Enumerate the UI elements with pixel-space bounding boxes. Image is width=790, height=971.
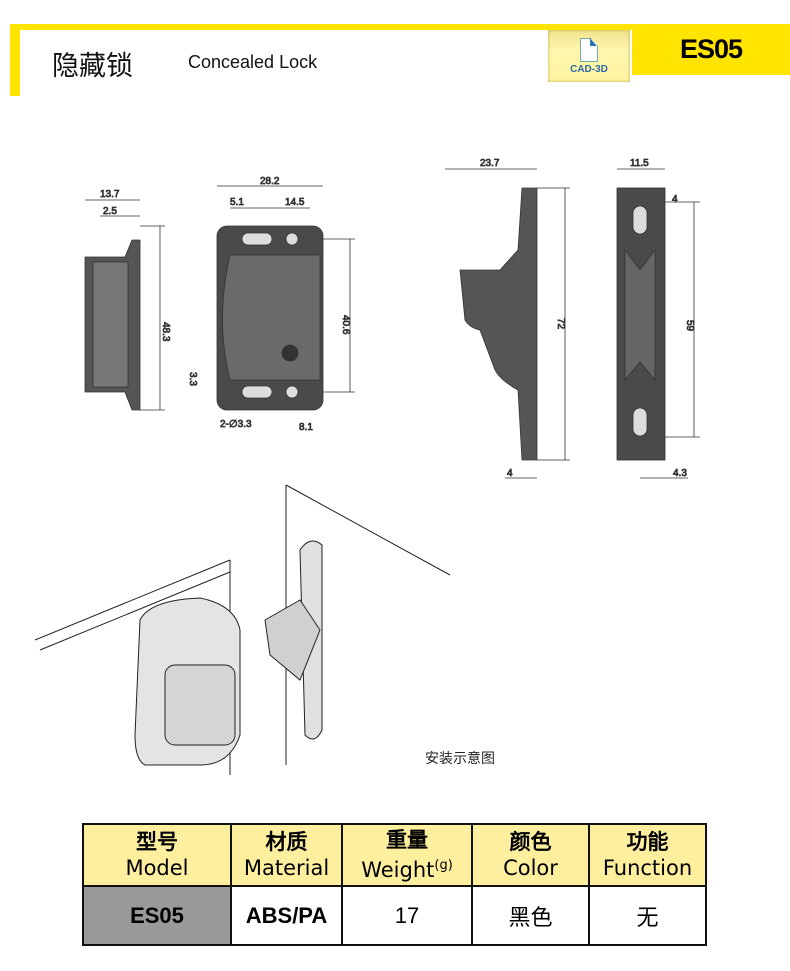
dim-side-width: 13.7 <box>100 189 120 200</box>
title-en: Concealed Lock <box>188 52 318 72</box>
dim-side-lip: 2.5 <box>103 206 117 217</box>
cad-3d-label: CAD-3D <box>570 64 608 75</box>
dim-striker-height: 72 <box>555 318 566 330</box>
dim-front-bottom: 8.1 <box>299 422 313 433</box>
header-cn: 功能 <box>626 830 669 854</box>
header-en: Model <box>125 856 189 880</box>
dim-striker-front-slot: 4 <box>672 194 678 205</box>
header-weight: 重量 Weight(g) <box>341 823 473 887</box>
dim-front-spacing: 40.6 <box>340 315 351 335</box>
technical-drawings: 13.7 2.5 48.3 28.2 5.1 14.5 40.6 3.3 2-∅… <box>84 158 700 479</box>
model-badge: ES05 <box>632 24 790 75</box>
header-cn: 重量 <box>386 828 428 852</box>
header-cn: 颜色 <box>509 830 552 854</box>
dim-front-width: 28.2 <box>260 176 280 187</box>
dim-striker-front-spacing: 59 <box>684 320 695 332</box>
side-view: 13.7 2.5 48.3 <box>84 189 171 411</box>
dim-front-holes: 2-∅3.3 <box>220 419 252 430</box>
dim-front-hole-offset: 14.5 <box>285 197 305 208</box>
title-cn: 隐藏锁 <box>52 51 133 82</box>
header-en: Material <box>243 856 330 880</box>
striker-front-view: 11.5 4 59 4.3 <box>616 158 700 479</box>
header-en: Function <box>602 856 693 880</box>
front-view: 28.2 5.1 14.5 40.6 3.3 2-∅3.3 8.1 <box>187 176 355 433</box>
striker-side-view: 23.7 72 4 <box>445 158 570 479</box>
dim-side-height: 48.3 <box>160 322 171 342</box>
file-icon <box>580 38 598 62</box>
dim-front-edge: 3.3 <box>187 372 198 386</box>
cell-model: ES05 <box>82 885 232 946</box>
dim-striker-front-width: 11.5 <box>630 158 649 169</box>
cell-function: 无 <box>588 885 707 946</box>
weight-unit: (g) <box>434 858 453 873</box>
cell-weight: 17 <box>341 885 473 946</box>
header-frame <box>10 24 632 96</box>
cell-material: ABS/PA <box>230 885 343 946</box>
file-corner-icon <box>590 38 597 46</box>
dim-striker-thickness: 4 <box>507 468 513 479</box>
dim-striker-front-edge: 4.3 <box>673 468 687 479</box>
header-cn: 材质 <box>265 830 308 854</box>
header-en: Color <box>503 856 558 880</box>
header-en: Weight <box>361 858 435 882</box>
cad-3d-button[interactable]: CAD-3D <box>548 30 630 82</box>
installation-illustration <box>34 484 451 775</box>
dim-front-slot: 5.1 <box>230 197 244 208</box>
table-row: ES05 ABS/PA 17 黑色 无 <box>82 885 707 946</box>
cell-color: 黑色 <box>471 885 590 946</box>
installation-caption: 安装示意图 <box>425 751 495 767</box>
dim-striker-depth: 23.7 <box>480 158 500 169</box>
header-cn: 型号 <box>136 830 178 854</box>
